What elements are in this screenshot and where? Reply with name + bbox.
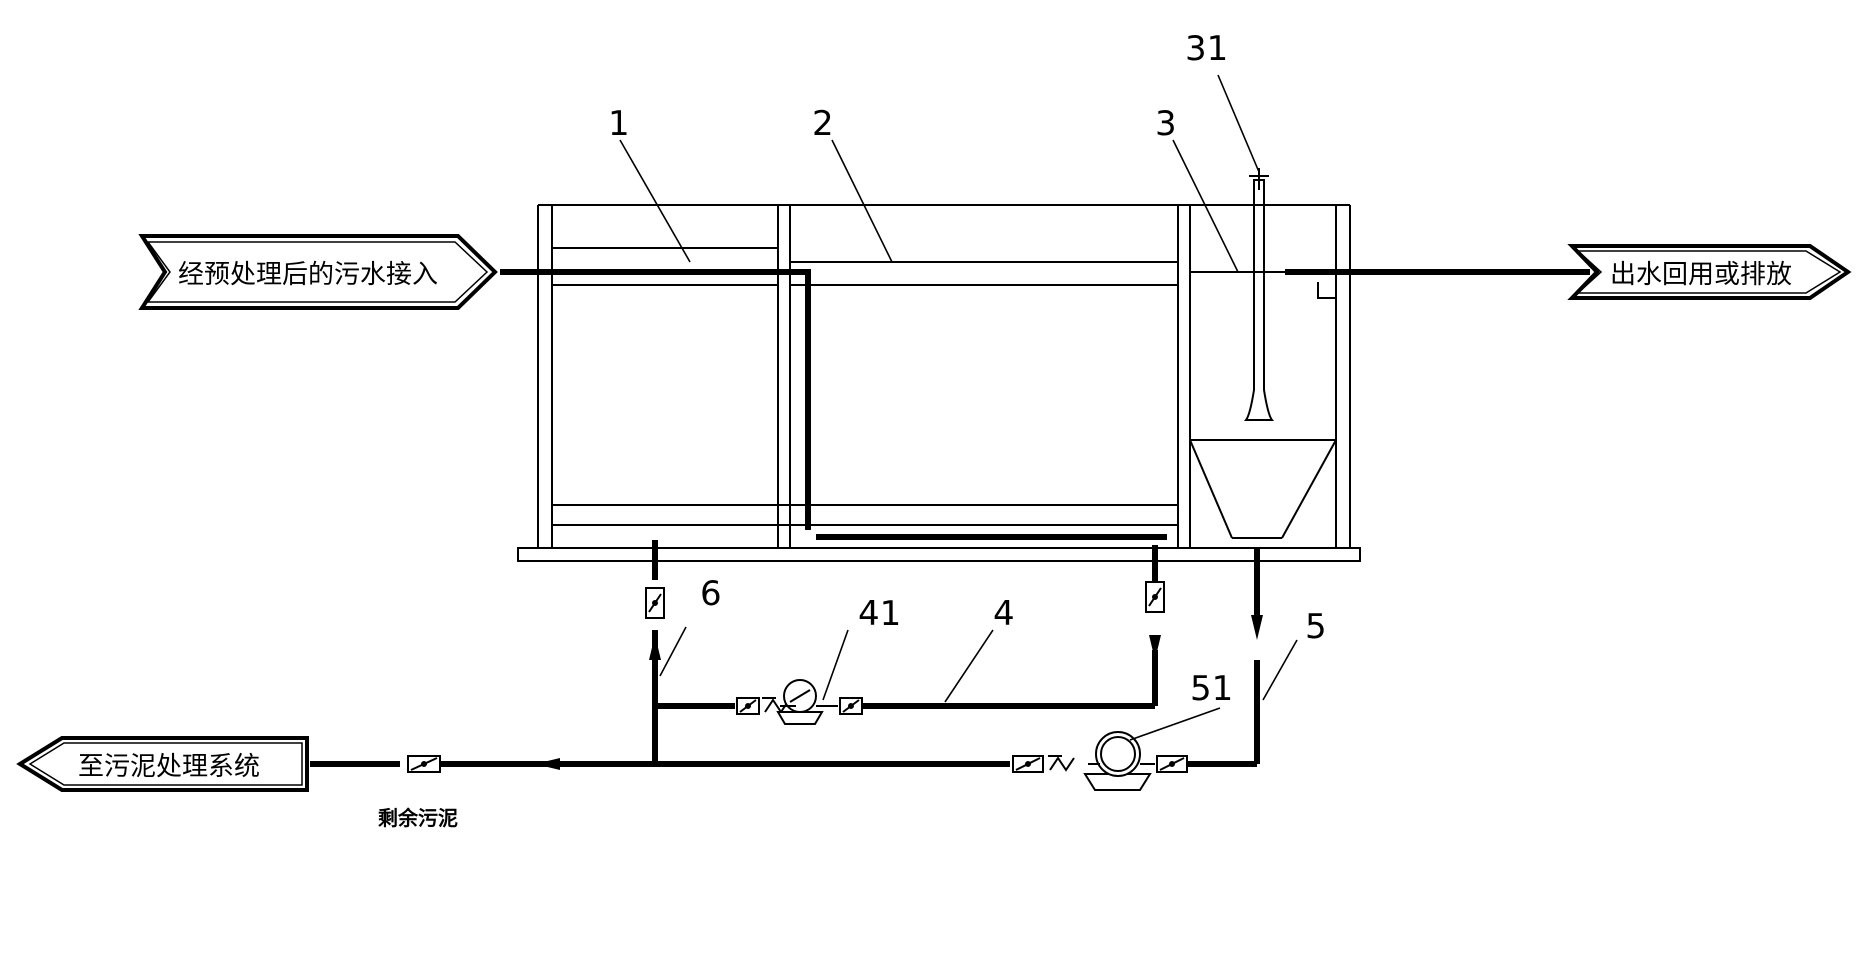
callout-numbers: 1 2 3 31 6 41 4 5 51 (608, 29, 1327, 709)
arrow-left-main (535, 758, 560, 770)
leader-lines (619, 74, 1298, 741)
inlet-label: 经预处理后的污水接入 (178, 260, 438, 290)
callout-2: 2 (812, 104, 834, 144)
inlet-banner: 经预处理后的污水接入 (138, 234, 498, 310)
arrow-down-line5 (1251, 615, 1263, 640)
callout-5: 5 (1305, 607, 1327, 647)
valve-line4-right (839, 697, 863, 715)
check-valves (762, 697, 1075, 772)
valve-line4-vertical (1145, 581, 1165, 613)
callout-1: 1 (608, 104, 630, 144)
callout-4: 4 (993, 594, 1015, 634)
flow-arrows (535, 615, 1263, 770)
tank-structure (517, 204, 1361, 562)
outlet-label: 出水回用或排放 (1610, 260, 1792, 290)
arrow-down-line4 (1149, 635, 1161, 660)
callout-51: 51 (1190, 669, 1233, 709)
callout-41: 41 (858, 594, 901, 634)
excess-sludge-label: 剩余污泥 (378, 806, 458, 830)
valves (407, 581, 1188, 773)
tank-base-slab (517, 547, 1361, 562)
sludge-destination-banner: 至污泥处理系统 (16, 736, 309, 792)
pipelines (310, 269, 1590, 767)
callout-31: 31 (1185, 29, 1228, 69)
outlet-banner: 出水回用或排放 (1567, 244, 1852, 300)
inlet-pipe (500, 269, 811, 530)
valve-excess-sludge (407, 755, 441, 773)
pump-41 (776, 679, 838, 725)
check-valve-main (1048, 755, 1075, 772)
sludge-destination-label: 至污泥处理系统 (78, 752, 260, 782)
valve-main-right (1156, 755, 1188, 773)
valve-main-left (1012, 755, 1044, 773)
valve-line4-left (736, 697, 760, 715)
valve-line6 (645, 587, 665, 619)
pump-51 (1083, 731, 1155, 791)
callout-6: 6 (700, 574, 722, 614)
callout-3: 3 (1155, 104, 1177, 144)
arrow-up-line6 (649, 635, 661, 660)
